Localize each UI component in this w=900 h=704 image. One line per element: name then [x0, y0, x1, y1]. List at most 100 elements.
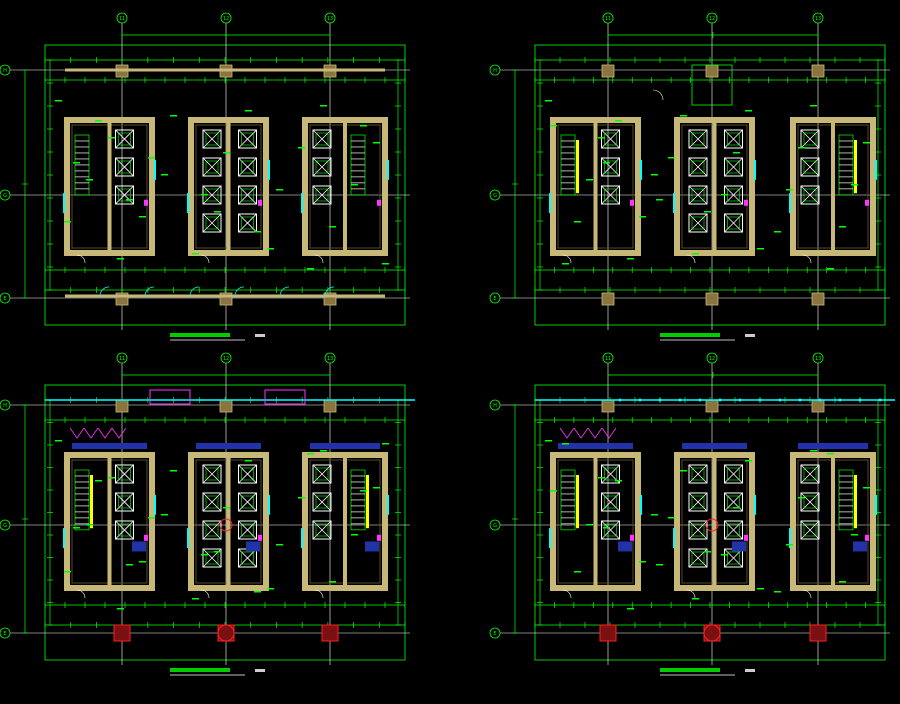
- elevator-shaft: [115, 520, 134, 540]
- elevator-car: [727, 132, 740, 146]
- axis-bubble: [220, 352, 232, 364]
- annotation-mark: [586, 524, 593, 526]
- elevator-car: [691, 467, 705, 481]
- elevator-shaft: [202, 129, 222, 149]
- annotation-mark: [615, 120, 622, 122]
- annotation-mark: [201, 194, 208, 196]
- blue-fill-area: [682, 443, 747, 449]
- elevator-shaft: [800, 157, 820, 177]
- elevator-car: [604, 188, 617, 202]
- annotation-mark: [745, 110, 752, 112]
- elevator-shaft: [601, 520, 620, 540]
- magenta-railing: [601, 427, 617, 439]
- elevator-car: [803, 467, 817, 481]
- magenta-annotation: [149, 389, 191, 405]
- annotation-mark: [373, 487, 380, 489]
- axis-bubble: [116, 12, 128, 24]
- axis-bubble: [489, 519, 501, 531]
- elevator-car: [691, 495, 705, 509]
- annotation-mark: [839, 581, 846, 583]
- axis-label: 12: [709, 356, 715, 362]
- axis-label: E: [493, 631, 496, 637]
- annotation-mark: [721, 554, 728, 556]
- axis-bubble: [220, 12, 232, 24]
- elevator-shaft: [724, 520, 743, 540]
- axis-bubble: [116, 352, 128, 364]
- blue-fill-area: [72, 443, 147, 449]
- title-glyphs: [660, 668, 720, 672]
- elevator-shaft: [238, 464, 257, 484]
- annotation-mark: [545, 100, 552, 102]
- elevator-shaft: [601, 185, 620, 205]
- scale-glyphs: [255, 334, 265, 337]
- annotation-mark: [351, 534, 358, 536]
- annotation-mark: [161, 514, 168, 516]
- plan-border: [44, 44, 406, 326]
- axis-bubble: [489, 627, 501, 639]
- plan-border: [44, 384, 406, 661]
- fixture-marker: [744, 534, 748, 541]
- annotation-mark: [223, 507, 230, 509]
- annotation-mark: [810, 105, 817, 107]
- axis-bubble: [812, 12, 824, 24]
- cyan-node: [878, 398, 882, 402]
- annotation-mark: [692, 598, 699, 600]
- structural-column: [601, 399, 615, 413]
- elevator-car: [691, 132, 705, 146]
- elevator-car: [241, 132, 254, 146]
- magenta-railing: [97, 427, 113, 439]
- axis-bubble: [706, 12, 718, 24]
- cyan-node: [838, 398, 842, 402]
- stair-handrail: [854, 475, 857, 529]
- elevator-shaft: [724, 464, 743, 484]
- elevator-shaft: [800, 492, 820, 512]
- cyan-node: [778, 398, 782, 402]
- elevator-car: [803, 132, 817, 146]
- cyan-node: [738, 398, 742, 402]
- elevator-car: [315, 467, 329, 481]
- annotation-mark: [798, 147, 805, 149]
- elevator-shaft: [115, 129, 134, 149]
- axis-bubble: [602, 12, 614, 24]
- cyan-node: [618, 398, 622, 402]
- axis-bubble: [0, 519, 11, 531]
- cyan-node: [818, 398, 822, 402]
- elevator-car: [118, 188, 131, 202]
- annotation-mark: [214, 551, 221, 553]
- stair-handrail: [576, 475, 579, 529]
- stair-handrail: [576, 140, 579, 194]
- elevator-car: [315, 160, 329, 174]
- axis-bubble: [0, 292, 11, 304]
- elevator-car: [604, 160, 617, 174]
- axis-bubble: [324, 352, 336, 364]
- blue-fill-area: [853, 541, 867, 552]
- elevator-shaft: [724, 129, 743, 149]
- fixture-marker: [144, 534, 148, 541]
- elevator-shaft: [202, 157, 222, 177]
- magenta-railing: [587, 427, 603, 439]
- elevator-shaft: [238, 157, 257, 177]
- axis-label: 11: [119, 16, 125, 22]
- elevator-shaft: [724, 492, 743, 512]
- axis-label: 13: [327, 356, 333, 362]
- annotation-mark: [680, 470, 687, 472]
- elevator-car: [241, 523, 254, 537]
- annotation-mark: [351, 184, 358, 186]
- annotation-mark: [651, 174, 658, 176]
- annotation-mark: [545, 440, 552, 442]
- annotation-mark: [574, 221, 581, 223]
- annotation-mark: [656, 199, 663, 201]
- elevator-car: [241, 160, 254, 174]
- elevator-car: [205, 160, 219, 174]
- elevator-shaft: [800, 464, 820, 484]
- annotation-mark: [73, 527, 80, 529]
- annotation-mark: [148, 157, 155, 159]
- door-swing: [279, 286, 290, 297]
- axis-label: G: [3, 523, 7, 529]
- annotation-mark: [786, 189, 793, 191]
- annotation-mark: [668, 157, 675, 159]
- annotation-mark: [55, 440, 62, 442]
- structural-column: [115, 399, 129, 413]
